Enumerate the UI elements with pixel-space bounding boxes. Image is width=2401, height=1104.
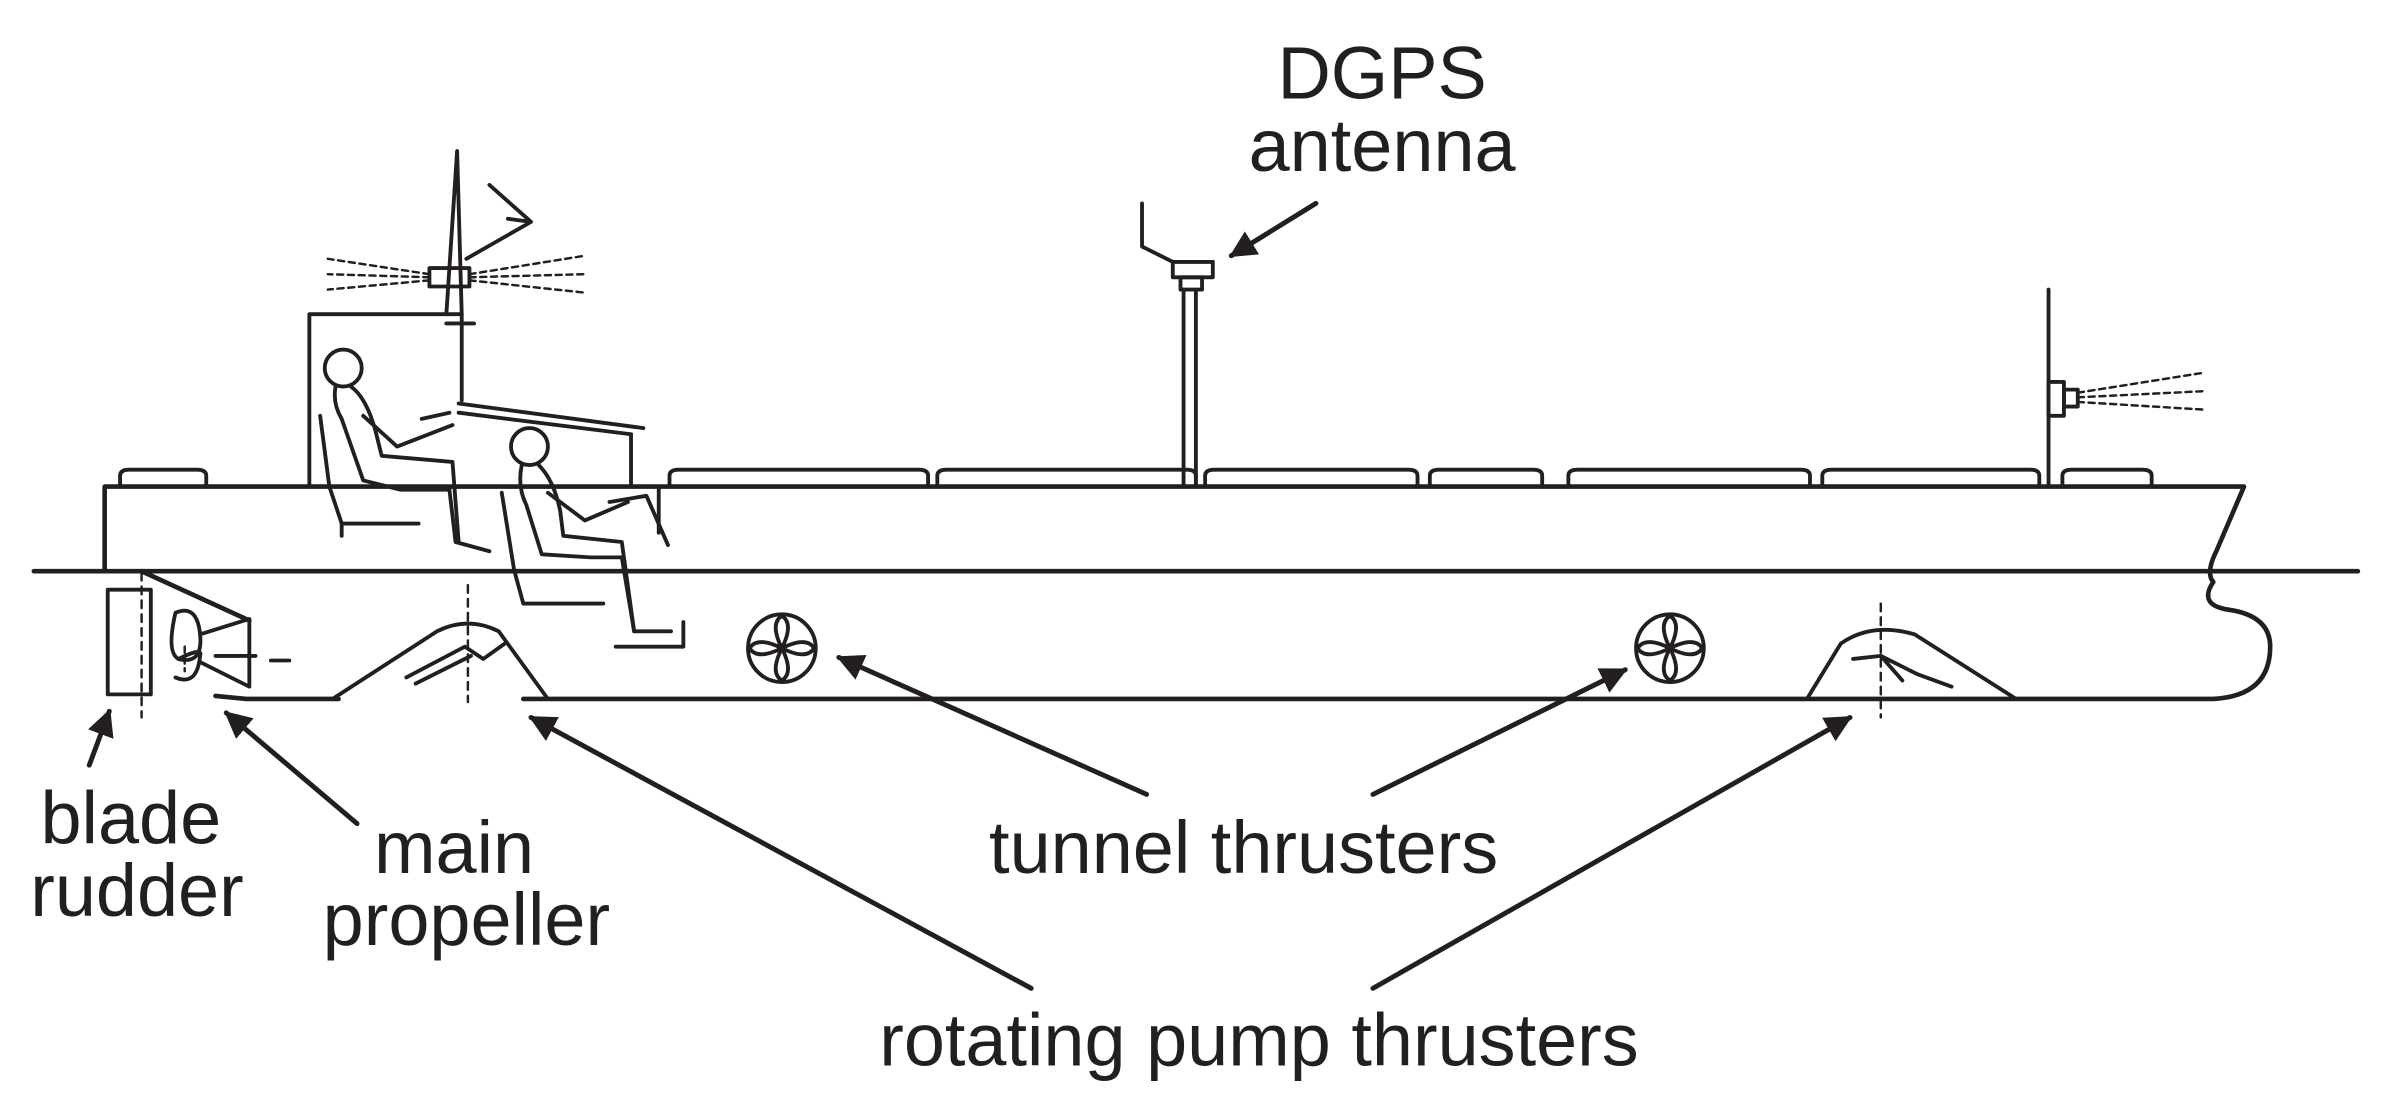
arrow-tunnel-aft [836, 654, 1150, 797]
label-dgps-line2: antenna [1249, 104, 1517, 187]
arrow-blade-rudder [86, 708, 114, 768]
label-dgps-line1: DGPS [1277, 32, 1486, 115]
pump-thruster-aft [330, 583, 550, 704]
label-tunnel-thrusters: tunnel thrusters [989, 806, 1498, 889]
cargo-hatches [118, 467, 2154, 489]
tunnel-thruster-aft [746, 612, 818, 684]
mast-light-beams [326, 254, 587, 294]
stern-hull [139, 568, 252, 623]
label-blade-rudder-line2: rudder [30, 849, 244, 932]
arrow-pump-aft [528, 714, 1034, 991]
blade-rudder [105, 571, 153, 719]
arrow-dgps [1228, 200, 1319, 259]
bulbous-bow [520, 579, 2273, 702]
foremast [2046, 287, 2080, 489]
foremast-light-beams [2076, 371, 2206, 411]
arrow-pump-fore [1370, 714, 1853, 991]
dgps-antenna-mast [1140, 201, 1215, 489]
operator-figure-1 [318, 347, 492, 554]
operator-figure-2 [499, 426, 686, 649]
arrow-main-propeller [223, 710, 360, 827]
bridge [307, 149, 646, 489]
main-propeller [169, 608, 292, 689]
label-main-propeller-line1: main [374, 806, 534, 889]
tunnel-thruster-fore [1634, 612, 1706, 684]
pump-thruster-fore [1804, 602, 2019, 719]
stern-bottom [213, 693, 341, 702]
label-main-propeller-line2: propeller [323, 878, 610, 961]
labels: DGPS antenna blade rudder main propeller… [30, 32, 1638, 1082]
arrow-tunnel-fore [1370, 667, 1628, 797]
leader-arrows [86, 200, 1853, 991]
label-rotating-pump-thrusters: rotating pump thrusters [879, 998, 1638, 1081]
hull-upper [102, 484, 2247, 585]
label-blade-rudder-line1: blade [40, 777, 221, 860]
